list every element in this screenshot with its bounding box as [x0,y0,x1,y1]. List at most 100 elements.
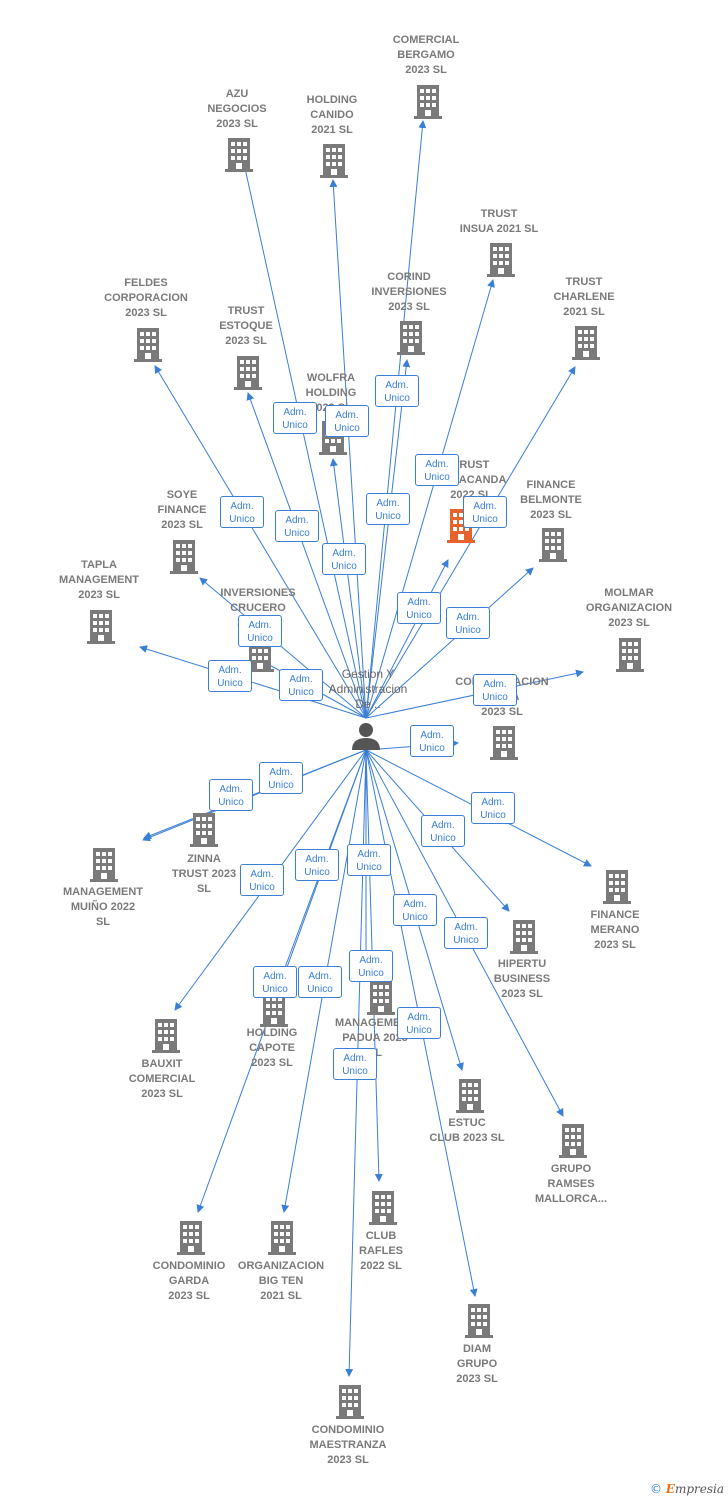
edge-4 [365,359,411,719]
company-node-label[interactable]: ZINNA TRUST 2023 SL [171,853,237,895]
edge-7 [246,392,367,719]
center-node-label[interactable]: Gestion Y Administracion De... [328,667,408,711]
building-icon[interactable] [177,1221,205,1255]
company-node-label[interactable]: ORGANIZACION BIG TEN 2021 SL [237,1260,325,1302]
role-tag[interactable]: Adm. Unico [209,779,253,811]
building-icon[interactable] [90,848,118,882]
role-tag[interactable]: Adm. Unico [349,950,393,982]
edge-0 [365,120,427,719]
role-tag[interactable]: Adm. Unico [463,496,507,528]
role-tag[interactable]: Adm. Unico [220,496,264,528]
copyright-icon: © [649,1482,662,1496]
role-tag[interactable]: Adm. Unico [295,849,339,881]
role-tag[interactable]: Adm. Unico [325,405,369,437]
building-icon[interactable] [414,85,442,119]
role-tag[interactable]: Adm. Unico [240,864,284,896]
building-icon[interactable] [369,1191,397,1225]
role-tag[interactable]: Adm. Unico [446,607,490,639]
role-tag[interactable]: Adm. Unico [397,1007,441,1039]
role-tag[interactable]: Adm. Unico [393,894,437,926]
role-tag[interactable]: Adm. Unico [444,917,488,949]
company-node-label[interactable]: MOLMAR ORGANIZACION 2023 SL [585,587,673,629]
role-tag[interactable]: Adm. Unico [253,966,297,998]
role-tag[interactable]: Adm. Unico [415,454,459,486]
company-node-label[interactable]: HOLDING CANIDO 2021 SL [306,94,358,136]
company-node-label[interactable]: FELDES CORPORACION 2023 SL [104,277,188,319]
company-node-label[interactable]: FINANCE MERANO 2023 SL [590,909,640,951]
edge-9 [365,559,449,719]
brand-initial: E [665,1482,675,1496]
edge-12 [139,645,367,719]
building-icon[interactable] [320,144,348,178]
edge-8 [329,458,367,719]
role-tag[interactable]: Adm. Unico [333,1048,377,1080]
building-icon[interactable] [559,1124,587,1158]
company-node-label[interactable]: GRUPO RAMSES MALLORCA... [534,1163,608,1205]
building-icon[interactable] [539,528,567,562]
company-node-label[interactable]: AZU NEGOCIOS 2023 SL [207,88,267,130]
company-node-label[interactable]: SOYE FINANCE 2023 SL [157,489,207,531]
building-icon[interactable] [268,1221,296,1255]
company-node-label[interactable]: COMERCIAL BERGAMO 2023 SL [392,34,460,76]
building-icon[interactable] [336,1385,364,1419]
building-icon[interactable] [367,981,395,1015]
role-tag[interactable]: Adm. Unico [471,792,515,824]
role-tag[interactable]: Adm. Unico [397,592,441,624]
building-icon[interactable] [134,328,162,362]
building-icon[interactable] [170,540,198,574]
building-icon[interactable] [260,993,288,1027]
role-tag[interactable]: Adm. Unico [238,615,282,647]
building-icon[interactable] [234,356,262,390]
building-icon[interactable] [397,321,425,355]
building-icon[interactable] [87,610,115,644]
company-node-label[interactable]: TRUST ESTOQUE 2023 SL [219,305,273,347]
edge-17 [142,749,367,842]
role-tag[interactable]: Adm. Unico [275,510,319,542]
company-node-label[interactable]: CONDOMINIO GARDA 2023 SL [152,1260,226,1302]
building-icon[interactable] [616,638,644,672]
edge-3 [365,279,495,719]
edge-10 [365,567,534,719]
company-node-label[interactable]: HOLDING CAPOTE 2023 SL [246,1027,298,1069]
role-tag[interactable]: Adm. Unico [279,669,323,701]
company-node-label[interactable]: MANAGEMENT MUIÑO 2022 SL [62,886,144,928]
company-node-label[interactable]: FINANCE BELMONTE 2023 SL [520,479,582,521]
role-tag[interactable]: Adm. Unico [259,762,303,794]
role-tag[interactable]: Adm. Unico [298,966,342,998]
role-tag[interactable]: Adm. Unico [410,725,454,757]
edge-6 [154,365,367,719]
role-tag[interactable]: Adm. Unico [366,493,410,525]
building-icon[interactable] [603,870,631,904]
company-node-label[interactable]: DIAM GRUPO 2023 SL [456,1343,498,1385]
brand-name: mpresia [674,1482,724,1496]
edge-11 [199,577,367,719]
building-icon[interactable] [510,920,538,954]
person-icon [352,723,380,750]
company-node-label[interactable]: CORIND INVERSIONES 2023 SL [371,271,447,313]
role-tag[interactable]: Adm. Unico [322,543,366,575]
role-tag[interactable]: Adm. Unico [473,674,517,706]
company-node-label[interactable]: CONDOMINIO MAESTRANZA 2023 SL [309,1424,387,1466]
company-node-label[interactable]: TAPLA MANAGEMENT 2023 SL [58,559,140,601]
company-node-label[interactable]: HIPERTU BUSINESS 2023 SL [493,958,551,1000]
role-tag[interactable]: Adm. Unico [347,844,391,876]
company-node-label[interactable]: ESTUC CLUB 2023 SL [429,1117,505,1144]
role-tag[interactable]: Adm. Unico [208,660,252,692]
building-icon[interactable] [572,326,600,360]
role-tag[interactable]: Adm. Unico [421,815,465,847]
role-tag[interactable]: Adm. Unico [273,402,317,434]
building-icon[interactable] [152,1019,180,1053]
building-icon[interactable] [487,243,515,277]
building-icon[interactable] [490,726,518,760]
company-node-label[interactable]: TRUST CHARLENE 2021 SL [553,276,615,318]
building-icon[interactable] [225,138,253,172]
building-icon[interactable] [456,1079,484,1113]
company-node-label[interactable]: BAUXIT COMERCIAL 2023 SL [128,1058,196,1100]
company-node-label[interactable]: CLUB RAFLES 2022 SL [359,1230,403,1272]
brand-footer: © Empresia [650,1482,724,1496]
company-node-label[interactable]: TRUST INSUA 2021 SL [459,208,539,235]
building-icon[interactable] [465,1304,493,1338]
building-icon[interactable] [190,813,218,847]
role-tag[interactable]: Adm. Unico [375,375,419,407]
